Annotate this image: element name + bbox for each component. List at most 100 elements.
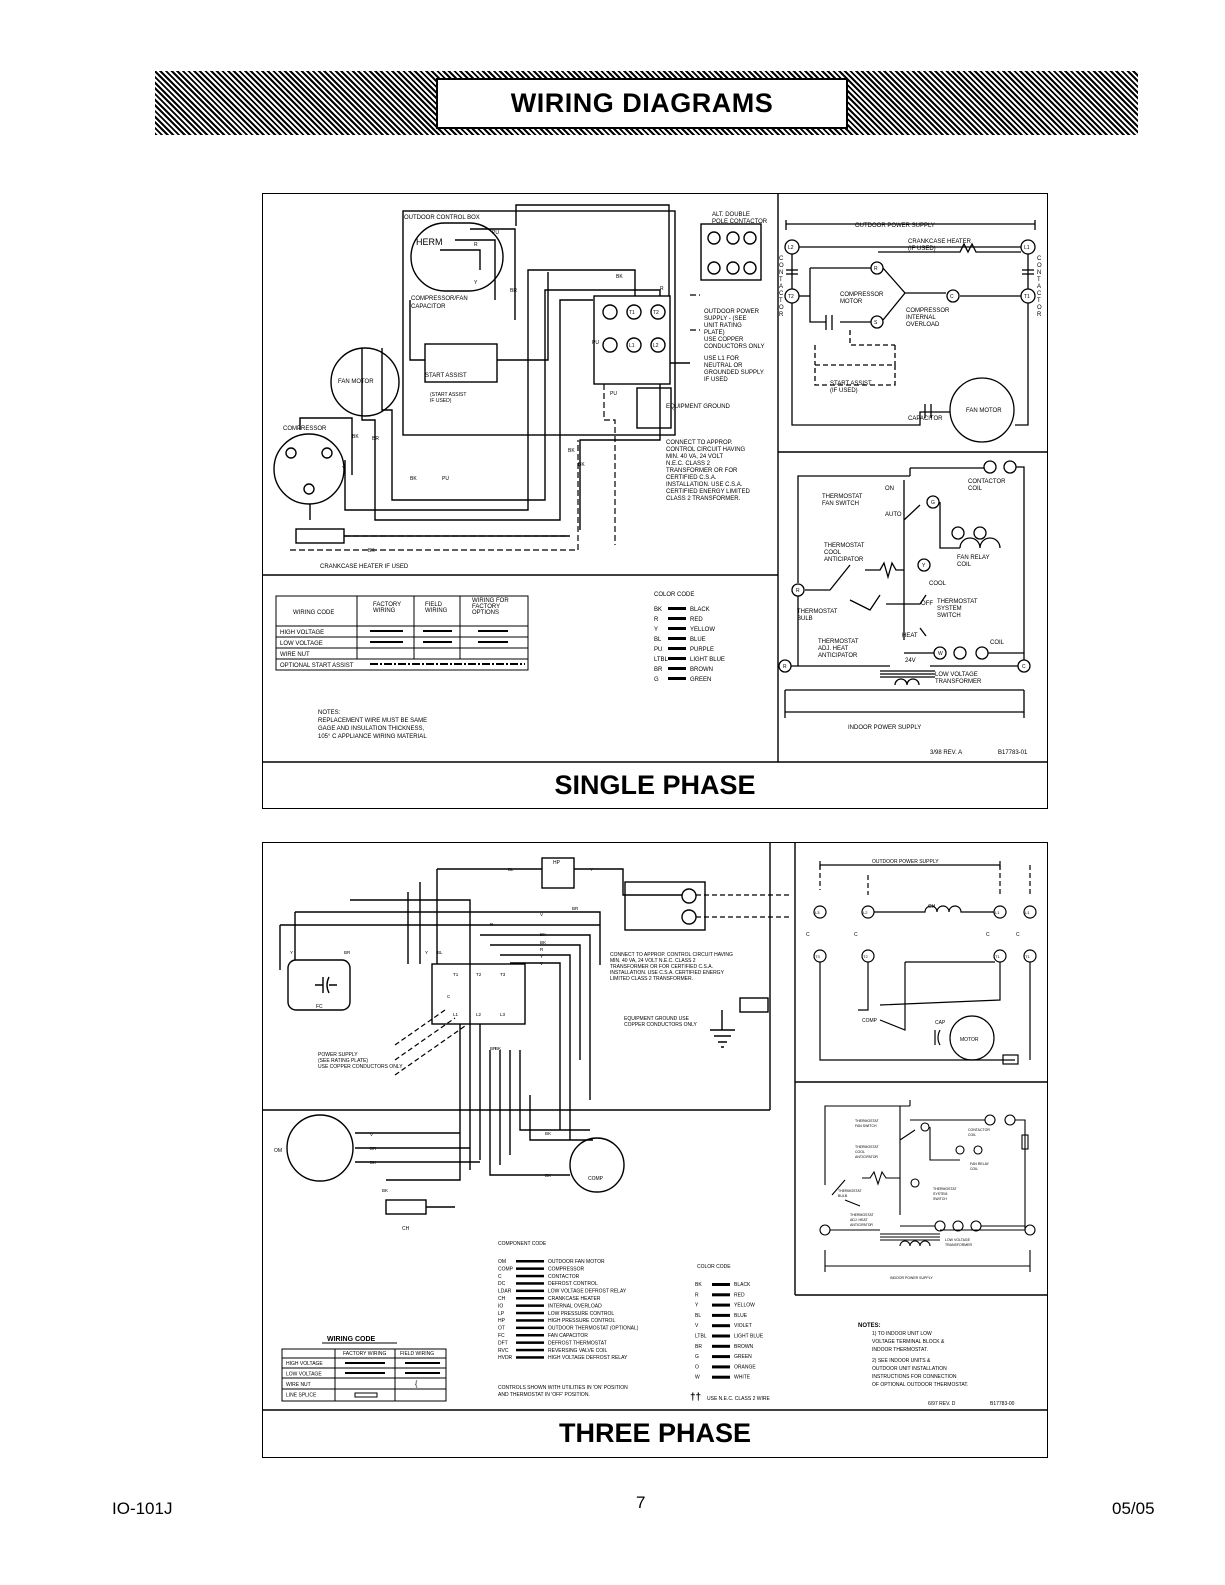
equipment-ground-label: EQUIPMENT GROUND [666, 404, 731, 410]
table-row-label: OPTIONAL START ASSIST [280, 663, 354, 669]
use-l1-label: IF USED [704, 377, 728, 383]
schematic-contactor-right: R [1037, 312, 1042, 318]
tstat-bulb: THERMOSTAT [797, 609, 838, 615]
tstat-off: OFF [921, 601, 933, 607]
connect-note: CONTROL CIRCUIT HAVING [666, 447, 746, 453]
wire-color-tag: R [474, 242, 478, 248]
schematic-terminal: L1 [1024, 245, 1030, 251]
color-code-value: PURPLE [690, 647, 714, 653]
single-phase-label: SINGLE PHASE [554, 770, 756, 800]
wire-color-tag: R [660, 286, 664, 292]
wire-color-tag: BK [616, 274, 623, 280]
schematic-contactor-right: C [1037, 256, 1042, 262]
schematic-contactor-right: O [1037, 263, 1042, 269]
schematic-contactor-left: O [779, 263, 784, 269]
schematic-contactor-right: N [1037, 270, 1041, 276]
schematic-terminal: T1 [1024, 294, 1030, 300]
tstat-heat: HEAT [902, 633, 918, 639]
use-l1-label: NEUTRAL OR [704, 363, 743, 369]
tstat-terminal: Y [922, 563, 926, 569]
tstat-fan-switch: THERMOSTAT [822, 494, 863, 500]
schematic-crankcase: (IF USED) [908, 246, 936, 252]
tstat-heat-anticipator: ANTICIPATOR [818, 653, 858, 659]
schematic-contactor-right: O [1037, 305, 1042, 311]
schematic-internal-overload: INTERNAL [906, 315, 936, 321]
wire-color-tag: BK [568, 448, 575, 454]
schematic-contactor-right: A [1037, 284, 1041, 290]
three-phase-panel [262, 842, 1048, 1458]
color-code-swatch [668, 607, 686, 610]
page-number: 7 [636, 1493, 646, 1512]
color-code-swatch [668, 677, 686, 680]
notes-line: NOTES: [318, 710, 341, 716]
color-code-swatch [668, 617, 686, 620]
color-code-key: BK [654, 607, 662, 613]
color-code-swatch [668, 627, 686, 630]
schematic-contactor-right: C [1037, 291, 1042, 297]
page-title: WIRING DIAGRAMS [436, 78, 848, 129]
color-code-key: BL [654, 637, 662, 643]
outdoor-power-label: USE COPPER [704, 337, 744, 343]
alt-contactor-label: POLE CONTACTOR [712, 219, 768, 225]
start-assist-note: (START ASSIST [430, 392, 466, 398]
color-code-value: BLUE [690, 637, 706, 643]
table-row-label: HIGH VOLTAGE [280, 630, 324, 636]
color-code-title: COLOR CODE [654, 592, 694, 598]
schematic-terminal: R [874, 266, 878, 272]
schematic-contactor-left: R [779, 312, 784, 318]
tstat-terminal: C [1022, 664, 1026, 670]
tstat-transformer: LOW VOLTAGE [935, 672, 978, 678]
schematic-contactor-left: C [779, 291, 784, 297]
crankcase-label: CRANKCASE HEATER IF USED [320, 564, 409, 570]
tstat-cool-anticipator: THERMOSTAT [824, 543, 865, 549]
color-code-value: BLACK [690, 607, 710, 613]
tstat-heat-anticipator: THERMOSTAT [818, 639, 859, 645]
schematic-crankcase: CRANKCASE HEATER [908, 239, 972, 245]
color-code-swatch [668, 657, 686, 660]
color-code-key: G [654, 677, 659, 683]
outdoor-power-label: CONDUCTORS ONLY [704, 344, 764, 350]
connect-note: CERTIFIED ENERGY LIMITED [666, 489, 750, 495]
schematic-fan-motor: FAN MOTOR [966, 408, 1002, 414]
single-main-labels: OUTDOOR CONTROL BOX START ASSIST FAN MOT… [283, 215, 731, 570]
schematic-contactor-right: T [1037, 277, 1041, 283]
outdoor-power-label: PLATE) [704, 330, 725, 336]
tstat-terminal: W [938, 651, 943, 657]
start-assist-note: IF USED) [430, 398, 452, 404]
wire-color-tag: BR [372, 436, 379, 442]
tstat-indoor-power: INDOOR POWER SUPPLY [848, 725, 921, 731]
tstat-cool-anticipator: ANTICIPATOR [824, 557, 864, 563]
color-code-value: BROWN [690, 667, 713, 673]
color-code-value: YELLOW [690, 627, 715, 633]
wire-color-tag: PU [610, 391, 617, 397]
tstat-cool: COOL [929, 581, 947, 587]
color-code-swatch [668, 667, 686, 670]
color-code-key: Y [654, 627, 658, 633]
schematic-terminal: T2 [788, 294, 794, 300]
schematic-terminal: S [874, 320, 878, 326]
tstat-transformer: TRANSFORMER [935, 679, 982, 685]
schematic-internal-overload: OVERLOAD [906, 322, 940, 328]
schematic-contactor-left: T [779, 277, 783, 283]
alt-contactor-label: ALT. DOUBLE [712, 212, 750, 218]
connect-note: CONNECT TO APPROP. [666, 440, 733, 446]
use-l1-label: USE L1 FOR [704, 356, 740, 362]
outdoor-power-label: SUPPLY - (SEE [704, 316, 746, 322]
schematic-contactor-left: O [779, 305, 784, 311]
table-header: WIRING [425, 608, 448, 614]
color-code-key: PU [654, 647, 662, 653]
table-header: FACTORY [472, 604, 500, 610]
connect-note: INSTALLATION. USE C.S.A. [666, 482, 743, 488]
tstat-terminal: G [931, 500, 935, 506]
three-phase-label: THREE PHASE [558, 1418, 752, 1448]
tstat-on: ON [885, 486, 894, 492]
schematic-capacitor: CAPACITOR [908, 416, 943, 422]
doc-date: 05/05 [1112, 1499, 1155, 1518]
wire-color-tag: BK [410, 476, 417, 482]
color-code-swatch [668, 637, 686, 640]
color-code-key: BR [654, 667, 663, 673]
tstat-system-switch: THERMOSTAT [937, 599, 978, 605]
table-header: WIRING CODE [293, 610, 334, 616]
connect-note: TRANSFORMER OR FOR [666, 468, 738, 474]
